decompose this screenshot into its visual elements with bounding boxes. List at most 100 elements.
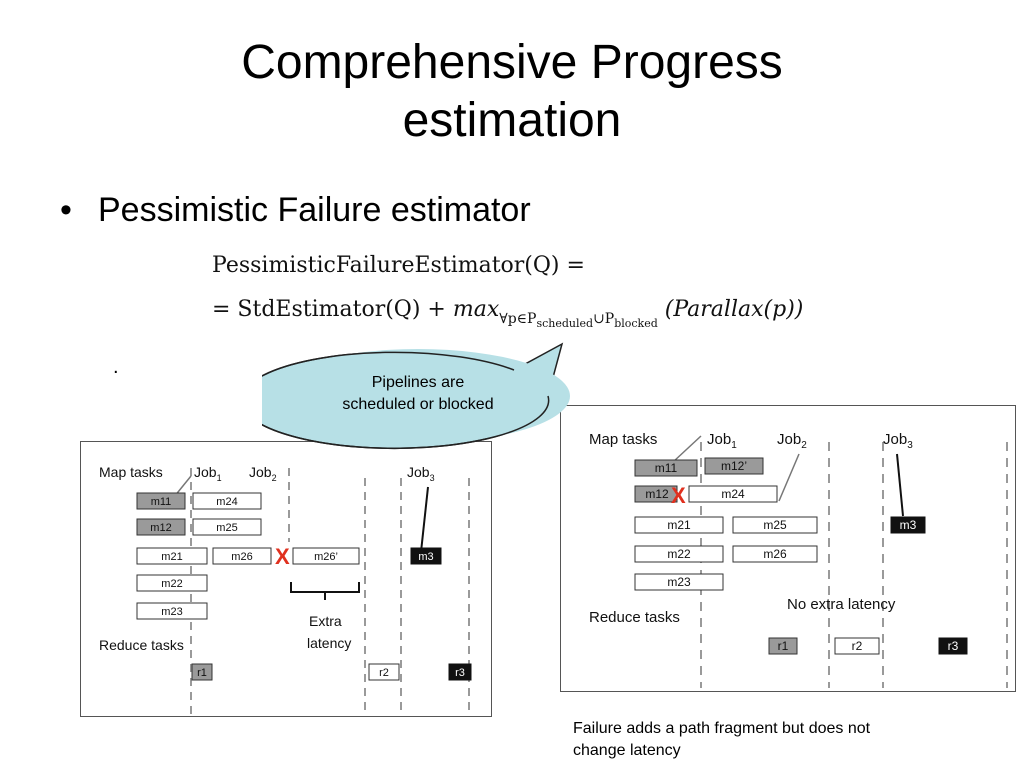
left-diagram-svg: Map tasks Job1 Job2 Job3 m11 m12 m24 m25… <box>99 464 472 714</box>
right-connector-job1 <box>672 435 702 463</box>
right-task-r1-label: r1 <box>778 639 789 653</box>
formula-forall: ∀p∈P <box>499 311 537 327</box>
formula-sub-blocked: blocked <box>614 317 658 330</box>
left-job2-label: Job2 <box>249 464 277 483</box>
left-diagram: Map tasks Job1 Job2 Job3 m11 m12 m24 m25… <box>80 441 492 717</box>
formula-line-1: PessimisticFailureEstimator(Q) = <box>212 253 585 278</box>
left-task-m12-label: m12 <box>150 522 171 534</box>
right-task-m21-label: m21 <box>667 518 691 532</box>
formula-union: ∪P <box>593 311 615 327</box>
right-task-m24-label: m24 <box>721 487 745 501</box>
left-task-r3 <box>448 663 472 681</box>
right-task-m26-label: m26 <box>763 547 787 561</box>
right-map-tasks-label: Map tasks <box>589 431 657 448</box>
left-task-m12 <box>136 518 186 536</box>
callout-bubble <box>262 342 570 450</box>
right-task-m12-prime <box>704 457 764 475</box>
left-task-r3-label: r3 <box>455 667 465 679</box>
right-dashed-lines <box>700 442 1008 688</box>
callout-text: Pipelines are scheduled or blocked <box>304 372 532 416</box>
left-task-m24-label: m24 <box>216 496 237 508</box>
right-task-m22-label: m22 <box>667 547 691 561</box>
left-task-m26-prime <box>292 547 360 565</box>
left-task-m26 <box>212 547 272 565</box>
left-task-m23-label: m23 <box>161 606 182 618</box>
left-failure-x-icon: X <box>275 544 290 569</box>
left-task-m11 <box>136 492 186 510</box>
left-task-r1-label: r1 <box>197 667 207 679</box>
left-latency-label: latency <box>307 635 351 651</box>
left-task-m23 <box>136 602 208 620</box>
formula-std: = StdEstimator(Q) + <box>212 297 453 322</box>
right-task-r3 <box>938 637 968 655</box>
caption-line-2: change latency <box>573 742 681 759</box>
right-reduce-tasks-label: Reduce tasks <box>589 609 680 626</box>
right-task-m25-label: m25 <box>763 518 787 532</box>
left-task-m3-label: m3 <box>418 551 433 563</box>
stray-dot: . <box>113 356 119 378</box>
left-task-m26-label: m26 <box>231 551 252 563</box>
right-task-r3-label: r3 <box>948 639 959 653</box>
right-task-m11 <box>634 459 698 477</box>
left-task-m25-label: m25 <box>216 522 237 534</box>
left-extra-label: Extra <box>309 613 342 629</box>
right-task-r1 <box>768 637 798 655</box>
right-no-extra-latency-label: No extra latency <box>787 596 896 613</box>
formula-subscript: ∀p∈Pscheduled∪Pblocked <box>499 311 658 330</box>
left-task-r1 <box>191 663 213 681</box>
right-task-m12-label: m12 <box>645 487 669 501</box>
right-connector-job3 <box>896 453 904 517</box>
left-task-r2 <box>368 663 400 681</box>
right-job1-label: Job1 <box>707 431 737 451</box>
formula-parallax: (Parallax(p)) <box>664 297 804 322</box>
bullet-item: • Pessimistic Failure estimator <box>60 188 531 232</box>
slide-title: Comprehensive Progress estimation <box>0 34 1024 150</box>
right-task-m12 <box>634 485 678 503</box>
callout-line-2: scheduled or blocked <box>342 396 494 413</box>
right-task-m25 <box>732 516 818 534</box>
right-diagram: Map tasks Job1 Job2 Job3 m11 m12’ m12 X … <box>560 405 1016 692</box>
right-failure-x-icon: X <box>671 483 686 508</box>
right-task-m23 <box>634 573 724 591</box>
formula-max: max <box>452 297 500 322</box>
left-map-tasks-label: Map tasks <box>99 464 163 480</box>
left-task-m25 <box>192 518 262 536</box>
title-line-1: Comprehensive Progress <box>241 36 783 89</box>
right-task-r2-label: r2 <box>852 639 863 653</box>
right-job2-label: Job2 <box>777 431 807 451</box>
right-task-m23-label: m23 <box>667 575 691 589</box>
callout-fill <box>266 349 570 443</box>
right-task-m21 <box>634 516 724 534</box>
left-connector-job3 <box>420 486 429 553</box>
left-job1-label: Job1 <box>194 464 222 483</box>
left-task-r2-label: r2 <box>379 667 389 679</box>
formula: PessimisticFailureEstimator(Q) = = StdEs… <box>212 252 803 338</box>
left-task-m24 <box>192 492 262 510</box>
left-task-m26-prime-label: m26’ <box>314 551 338 563</box>
left-task-m21-label: m21 <box>161 551 182 563</box>
right-task-r2 <box>834 637 880 655</box>
right-task-m22 <box>634 545 724 563</box>
right-task-m3 <box>890 516 926 534</box>
left-task-m11-label: m11 <box>151 496 172 508</box>
caption-line-1: Failure adds a path fragment but does no… <box>573 720 871 737</box>
right-task-m11-label: m11 <box>655 461 678 475</box>
right-task-m12-prime-label: m12’ <box>721 459 747 473</box>
right-task-m24 <box>688 485 778 503</box>
title-line-2: estimation <box>402 94 622 147</box>
callout-outline <box>262 351 550 450</box>
right-caption: Failure adds a path fragment but does no… <box>573 718 973 762</box>
bullet-symbol: • <box>60 191 72 229</box>
left-task-m21 <box>136 547 208 565</box>
right-task-m3-label: m3 <box>900 518 917 532</box>
left-job3-label: Job3 <box>407 464 435 483</box>
left-task-m22-label: m22 <box>161 578 182 590</box>
left-task-m3 <box>410 547 442 565</box>
right-connector-job2 <box>778 453 800 502</box>
formula-sub-scheduled: scheduled <box>536 317 594 330</box>
right-task-m26 <box>732 545 818 563</box>
formula-line-2: = StdEstimator(Q) + max∀p∈Pscheduled∪Pbl… <box>212 296 803 338</box>
right-diagram-svg: Map tasks Job1 Job2 Job3 m11 m12’ m12 X … <box>589 431 1008 688</box>
callout-line-1: Pipelines are <box>371 374 465 391</box>
bullet-text: Pessimistic Failure estimator <box>98 191 531 229</box>
